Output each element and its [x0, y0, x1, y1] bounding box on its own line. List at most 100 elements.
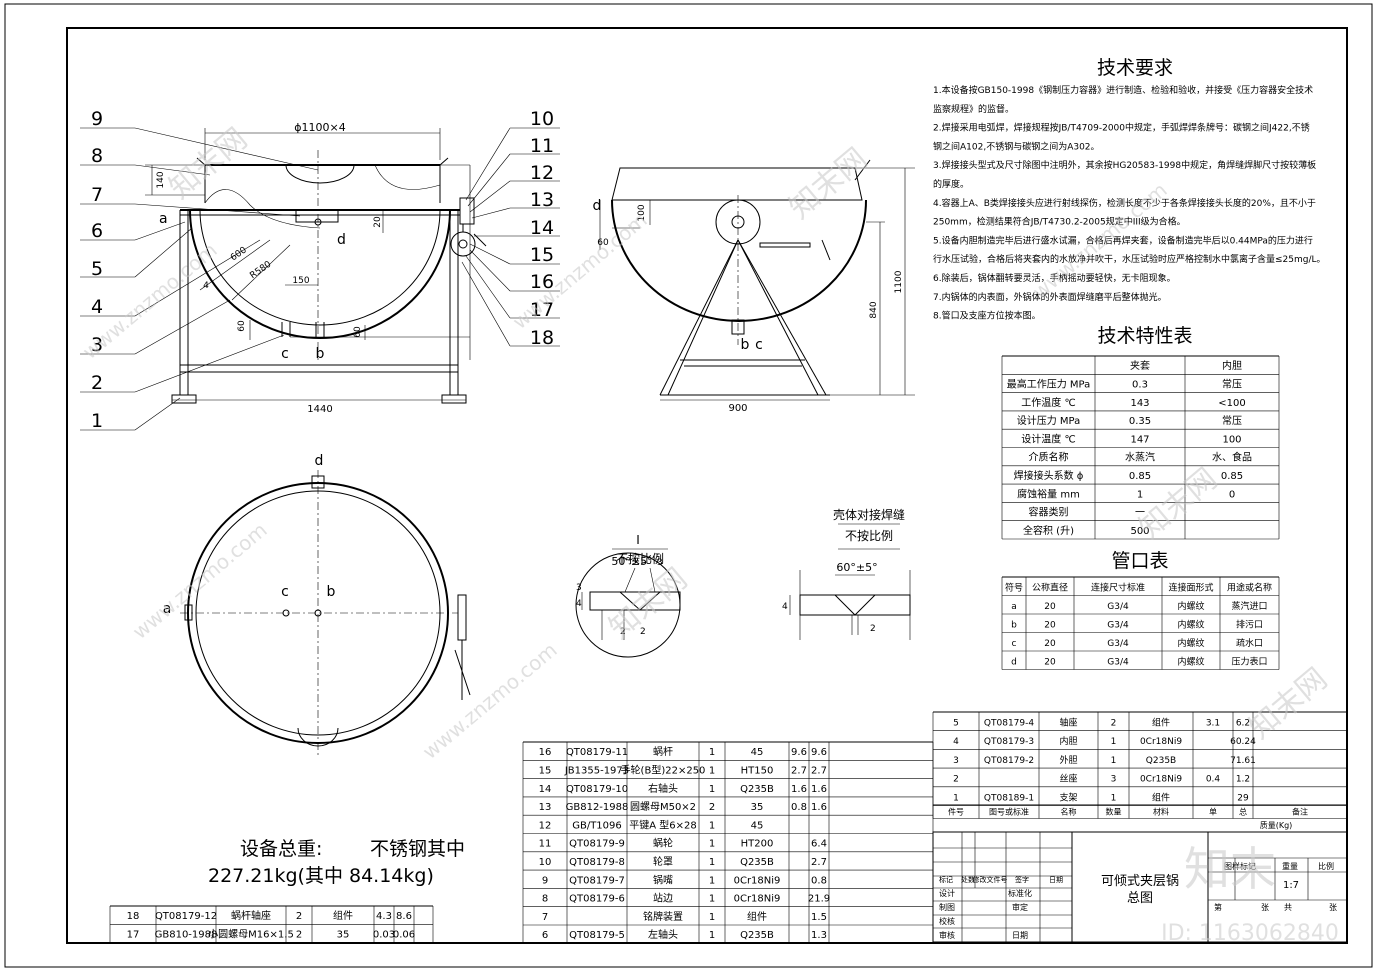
bom-middle-r5-c6: 6.4: [811, 839, 827, 850]
tech-spec-r4-c2: 100: [1222, 434, 1241, 445]
tech-spec-r4-c1: 147: [1130, 434, 1149, 445]
tech-spec-r7-c1: 1: [1137, 489, 1143, 500]
callout-13: 13: [530, 189, 554, 211]
weld1-scale: 不按比例: [616, 552, 664, 566]
bom-middle-r0-c5: 9.6: [791, 747, 807, 758]
weight-material: 不锈钢其中: [370, 838, 465, 860]
bom-middle-r4-c4: 45: [751, 820, 764, 831]
bom-middle-r4-c3: 1: [709, 820, 715, 831]
bom-right-header-r0-c2: 名称: [1061, 807, 1077, 817]
bom-right-r3-c6: 1.2: [1236, 775, 1250, 785]
bom-middle-r3-c0: 13: [539, 802, 552, 813]
bom-middle-r5-c1: QT08179-9: [569, 839, 625, 850]
watermark-id: ID: 1163062840: [1161, 921, 1339, 946]
tech-spec-r6-c0: 焊接接头系数 ϕ: [1014, 469, 1084, 482]
bom-middle-r3-c4: 35: [751, 802, 764, 813]
callout-5: 5: [91, 258, 103, 280]
bom-right-r4-c0: 1: [953, 793, 959, 803]
tech-req-line-1: 1.本设备按GB150-1998《钢制压力容器》进行制造、检验和验收，并接受《压…: [933, 84, 1313, 96]
tech-req-line-7: 4.容器上A、B类焊接接头应进行射线探伤，检测长度不少于各条焊接接头长度的20%…: [933, 197, 1316, 209]
bom-middle-r9-c3: 1: [709, 912, 715, 923]
bom-middle-r2-c5: 1.6: [791, 784, 807, 795]
bom-left-r0-c0: 18: [127, 911, 140, 922]
callout-11: 11: [530, 135, 554, 157]
bom-middle-r8-c1: QT08179-6: [569, 894, 625, 905]
tech-req-line-13: 8.管口及支座方位按本图。: [933, 310, 1041, 322]
nozzle-table-r0-c0: 符号: [1005, 581, 1023, 593]
bom-right-r2-c1: QT08179-2: [984, 756, 1034, 766]
bom-left-r0-c5: 4.3: [376, 911, 392, 922]
bom-middle-r3-c1: GB812-1988: [566, 802, 629, 813]
nozzle-table-r3-c3: 内螺纹: [1177, 637, 1204, 649]
bom-middle-r4-c1: GB/T1096: [572, 820, 622, 831]
callout-18: 18: [530, 327, 554, 349]
bom-middle-r3-c5: 0.8: [791, 802, 807, 813]
bom-right-r1-c0: 4: [953, 737, 959, 747]
bom-right-r1-c3: 1: [1111, 737, 1117, 747]
callout-8: 8: [91, 145, 103, 167]
callout-10: 10: [530, 108, 554, 130]
title-label-4: 日期: [1049, 876, 1063, 884]
title-scale: 1:7: [1283, 880, 1299, 891]
nozzle-table-r3-c4: 疏水口: [1236, 637, 1263, 649]
weld-detail-2: [789, 523, 911, 640]
title-label-0: 标记: [939, 875, 953, 884]
tech-spec-r2-c2: <100: [1218, 398, 1245, 409]
weld1-title: I: [636, 533, 640, 547]
title-label-1: 处数: [961, 875, 975, 884]
bom-right-r4-c4: 组件: [1152, 791, 1170, 803]
bom-left-r0-c2: 蜗杆轴座: [231, 909, 271, 922]
title-sheet-3: 张: [1329, 903, 1337, 912]
bom-middle-r7-c4: 0Cr18Ni9: [734, 875, 781, 886]
bom-middle-r6-c6: 2.7: [811, 857, 827, 868]
bom-middle-r0-c0: 16: [539, 747, 552, 758]
bom-middle-r10-c0: 6: [542, 930, 548, 941]
bom-left-r0-c6: 8.6: [396, 911, 412, 922]
bom-right-header-sub: 质量(Kg): [1260, 820, 1293, 830]
bom-middle-r1-c6: 2.7: [811, 765, 827, 776]
tech-spec-r5-c0: 介质名称: [1029, 451, 1069, 464]
tech-req-line-5: 3.焊接接头型式及尺寸除图中注明外，其余按HG20583-1998中规定，角焊缝…: [933, 159, 1316, 171]
tech-req-line-10: 行水压试验，合格后将夹套内的水放净并吹干，水压试验时应严格控制水中氯离子含量≤2…: [933, 253, 1326, 265]
tech-spec-r1-c2: 常压: [1222, 377, 1242, 390]
bom-middle-r2-c0: 14: [539, 784, 552, 795]
bom-right-r4-c2: 支架: [1059, 791, 1077, 803]
bom-right-r0-c1: QT08179-4: [984, 718, 1034, 728]
bom-left-r1-c3: 2: [296, 929, 302, 940]
watermark-2: 知末网: [783, 141, 874, 226]
bom-middle-r9-c2: 铭牌装置: [643, 910, 683, 923]
bom-middle-r0-c4: 45: [751, 747, 764, 758]
callout-4: 4: [91, 296, 103, 318]
callout-17: 17: [530, 299, 554, 321]
dim-20: 20: [373, 216, 383, 228]
bom-middle-r4-c0: 12: [539, 820, 552, 831]
dim-600: 600: [229, 245, 249, 263]
bom-middle-r6-c1: QT08179-8: [569, 857, 625, 868]
nozzle-label-a: a: [159, 211, 168, 227]
nozzle-table-r0-c1: 公称直径: [1032, 581, 1068, 593]
title-sheet-1: 张: [1261, 903, 1269, 912]
tech-spec-r5-c1: 水蒸汽: [1125, 451, 1155, 464]
tech-spec-r6-c2: 0.85: [1221, 471, 1243, 482]
dim-1440: 1440: [307, 404, 332, 415]
callout-9: 9: [91, 108, 103, 130]
bom-left-r1-c1: GB810-1988: [155, 929, 218, 940]
watermark-8: 知末网: [1243, 661, 1334, 746]
weld1-dim-b: 3: [576, 583, 582, 593]
weld2-angle: 60°±5°: [836, 561, 877, 574]
nozzle-table-r4-c4: 压力表口: [1231, 655, 1267, 667]
title-role-1: 制图: [939, 902, 955, 912]
nozzle-table-r1-c4: 蒸汽进口: [1231, 600, 1267, 612]
tech-req-line-11: 6.除装后，锅体翻转要灵活，手柄摇动要轻快，无卡阻现象。: [933, 272, 1176, 284]
title-meta-2: 比例: [1318, 861, 1334, 871]
bom-right-header-r0-c4: 材料: [1153, 807, 1169, 817]
bom-left-r1-c5: 0.03: [373, 929, 395, 940]
bom-middle-r0-c3: 1: [709, 747, 715, 758]
bom-right-header-r0-c5: 单: [1209, 807, 1217, 817]
tech-spec-title: 技术特性表: [1097, 325, 1192, 347]
nozzle-table-r4-c1: 20: [1044, 657, 1056, 667]
tech-req-line-8: 250mm，检测结果符合JB/T4730.2-2005规定中III级为合格。: [933, 216, 1186, 228]
bom-left-r1-c2: 小圆螺母M16×1.5: [208, 928, 294, 940]
